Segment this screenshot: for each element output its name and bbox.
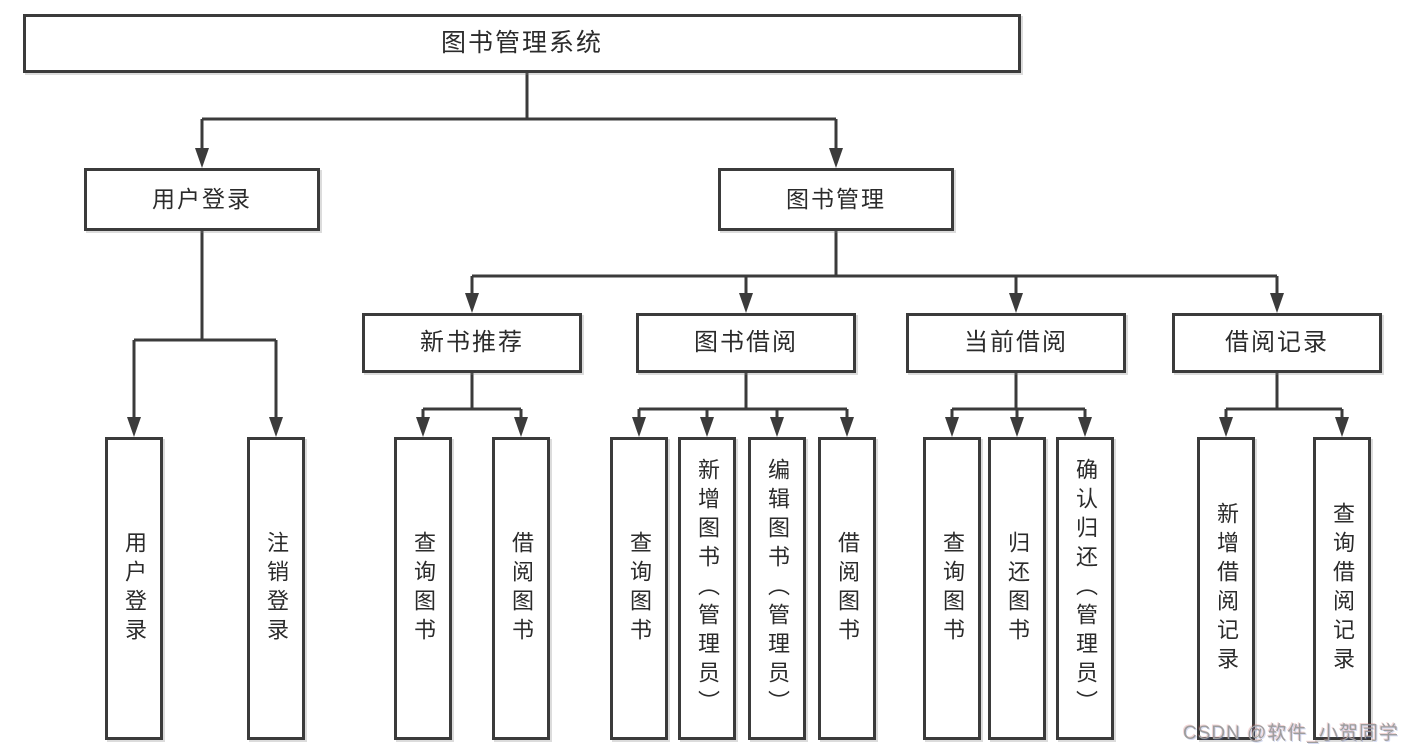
leaf-user-login: 用户登录 xyxy=(105,437,163,740)
leaf-add-book-admin: 新增图书（管理员） xyxy=(678,437,736,740)
leaf-return-book: 归还图书 xyxy=(988,437,1046,740)
leaf-borrow-book: 借阅图书 xyxy=(818,437,876,740)
node-current-borrow: 当前借阅 xyxy=(906,313,1126,373)
leaf-edit-book-admin: 编辑图书（管理员） xyxy=(748,437,806,740)
leaf-confirm-return-admin: 确认归还（管理员） xyxy=(1056,437,1114,740)
leaf-return-book-label: 归还图书 xyxy=(1005,530,1030,647)
leaf-borrow-query-book-label: 查询图书 xyxy=(627,530,652,647)
node-user-login-label: 用户登录 xyxy=(152,186,252,212)
node-root-label: 图书管理系统 xyxy=(440,29,603,57)
leaf-edit-book-admin-label: 编辑图书（管理员） xyxy=(765,458,790,719)
node-book-borrow-label: 图书借阅 xyxy=(694,329,798,356)
leaf-add-borrow-record-label: 新增借阅记录 xyxy=(1214,501,1239,676)
arrowheads xyxy=(127,148,1349,437)
leaf-borrow-book-label: 借阅图书 xyxy=(835,530,860,647)
leaf-rec-query-book-label: 查询图书 xyxy=(411,530,436,647)
leaf-logout-label: 注销登录 xyxy=(264,530,289,647)
leaf-query-borrow-record-label: 查询借阅记录 xyxy=(1330,501,1355,676)
leaf-current-query-book: 查询图书 xyxy=(923,437,981,740)
csdn-watermark: CSDN @软件_小贺同学 xyxy=(1183,723,1399,744)
node-current-borrow-label: 当前借阅 xyxy=(964,329,1068,356)
leaf-rec-borrow-book-label: 借阅图书 xyxy=(509,530,534,647)
leaf-user-login-label: 用户登录 xyxy=(122,530,147,647)
leaf-rec-query-book: 查询图书 xyxy=(394,437,452,740)
node-book-management: 图书管理 xyxy=(718,168,954,231)
leaf-rec-borrow-book: 借阅图书 xyxy=(492,437,550,740)
leaf-query-borrow-record: 查询借阅记录 xyxy=(1313,437,1371,740)
node-user-login: 用户登录 xyxy=(84,168,320,231)
node-new-book-recommend-label: 新书推荐 xyxy=(420,329,524,356)
leaf-add-borrow-record: 新增借阅记录 xyxy=(1197,437,1255,740)
node-book-borrow: 图书借阅 xyxy=(636,313,856,373)
leaf-logout: 注销登录 xyxy=(247,437,305,740)
leaf-current-query-book-label: 查询图书 xyxy=(940,530,965,647)
node-new-book-recommend: 新书推荐 xyxy=(362,313,582,373)
leaf-add-book-admin-label: 新增图书（管理员） xyxy=(695,458,720,719)
node-borrow-records: 借阅记录 xyxy=(1172,313,1382,373)
leaf-confirm-return-admin-label: 确认归还（管理员） xyxy=(1073,458,1098,719)
leaf-borrow-query-book: 查询图书 xyxy=(610,437,668,740)
node-borrow-records-label: 借阅记录 xyxy=(1225,329,1329,356)
node-book-management-label: 图书管理 xyxy=(786,186,886,212)
node-root: 图书管理系统 xyxy=(23,14,1021,73)
